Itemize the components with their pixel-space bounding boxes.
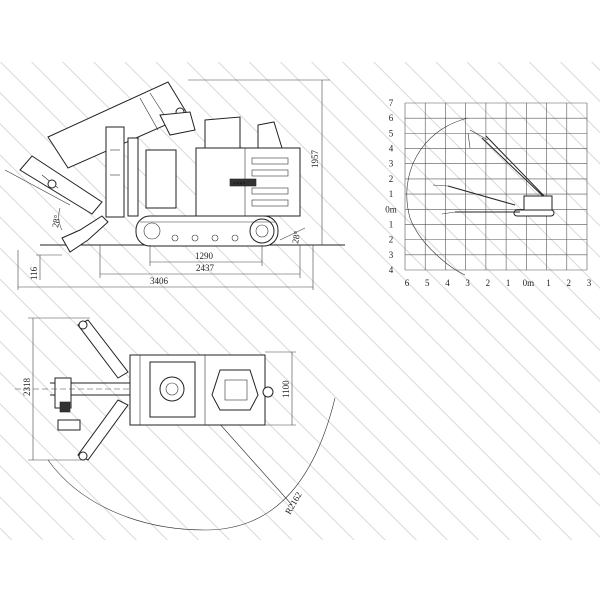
dim-body-width: 1100 [281,380,291,398]
x-tick-label: 3 [587,278,592,288]
work-range-chart: 7 6 5 4 3 2 1 0m 1 2 3 4 6 5 4 3 2 1 0m 1 2 3 [385,98,592,288]
y-tick-label: 4 [389,144,394,154]
y-tick-label: 1 [389,189,394,199]
approach-angle: 28° [50,214,62,229]
dim-outrigger-width: 2318 [22,378,32,397]
dim-overall-length: 3406 [150,276,169,286]
y-tick-label: 5 [389,128,394,138]
chart-machine [432,129,555,217]
x-tick-label: 6 [405,278,410,288]
dim-ground-clearance: 116 [29,266,39,280]
y-tick-label: 3 [389,159,394,169]
nameplate-text: ▪▪▪▪ [233,178,246,188]
crawler-track [135,215,279,247]
boom-tip-hook [61,215,109,253]
y-tick-label: 0m [385,204,397,214]
y-tick-label: 3 [389,250,394,260]
y-tick-label: 7 [389,98,394,108]
y-tick-label: 6 [389,113,394,123]
side-view: ▪▪▪▪ 1957 1290 2437 3406 116 [4,79,345,290]
mast [105,126,125,218]
seat [159,111,196,136]
swing-radius-arc [47,397,336,531]
x-tick-label: 4 [445,278,450,288]
nameplate [229,178,257,187]
x-tick-label: 2 [486,278,491,288]
y-tick-label: 4 [389,265,394,275]
dim-track-length: 2437 [196,263,215,273]
x-tick-label: 2 [567,278,572,288]
engine-cover [211,369,259,411]
x-tick-label: 3 [465,278,470,288]
drive-sprocket [249,218,275,244]
approach-angle-line [4,169,71,206]
top-view: 2318 1100 R2162 [15,317,336,531]
x-tick-label: 1 [506,278,511,288]
x-tick-label: 0m [523,278,535,288]
x-tick-label: 5 [425,278,430,288]
x-tick-label: 1 [546,278,551,288]
y-tick-label: 2 [389,235,394,245]
lower-boom [19,155,103,215]
dim-height: 1957 [310,150,320,169]
chart-grid: 7 6 5 4 3 2 1 0m 1 2 3 4 6 5 4 3 2 1 0m 1 2 3 [385,98,592,288]
dim-track-inner: 1290 [195,251,214,261]
y-tick-label: 1 [389,219,394,229]
departure-angle: 28° [290,230,302,245]
turret [159,376,185,402]
y-tick-label: 2 [389,174,394,184]
